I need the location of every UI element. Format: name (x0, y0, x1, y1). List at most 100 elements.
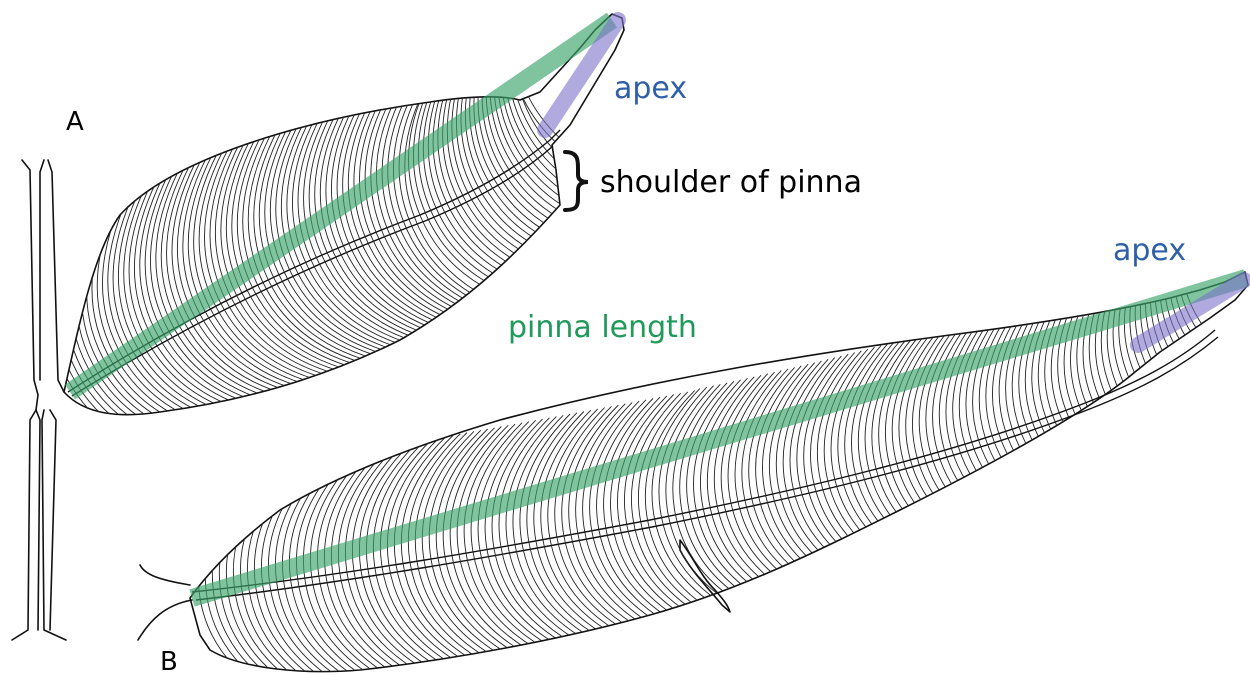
vein (557, 537, 647, 642)
vein (103, 370, 242, 444)
vein (190, 320, 325, 402)
vein (464, 424, 515, 553)
vein (973, 306, 1010, 440)
vein (1125, 386, 1239, 465)
vein (828, 481, 924, 580)
vein (620, 526, 711, 630)
vein (93, 376, 233, 449)
vein (263, 283, 394, 371)
vein (442, 206, 571, 297)
vein (759, 497, 853, 598)
vein (1175, 359, 1250, 422)
vein (501, 547, 590, 652)
vein (550, 538, 640, 643)
vein (992, 436, 1095, 528)
vein (1026, 425, 1131, 515)
pinna-length-label: pinna length (508, 310, 697, 345)
vein (1033, 422, 1138, 512)
vein (564, 536, 654, 641)
vein (945, 450, 1046, 545)
apex-label-a: apex (614, 71, 687, 106)
vein (268, 280, 399, 368)
vein (807, 486, 902, 586)
vein (231, 298, 364, 383)
vein (508, 546, 598, 651)
apex-label-b: apex (1113, 233, 1186, 268)
vein (457, 425, 508, 554)
vein (703, 509, 796, 611)
vein (206, 591, 289, 675)
vein (780, 493, 875, 594)
vein (1086, 403, 1195, 488)
vein (849, 476, 946, 574)
vein (164, 334, 300, 414)
vein (333, 250, 461, 343)
vein (429, 430, 481, 559)
vein (1204, 339, 1250, 389)
vein (343, 246, 470, 340)
vein (1193, 348, 1250, 403)
vein (835, 480, 931, 579)
vein (327, 253, 455, 345)
vein (924, 456, 1024, 552)
panel-b-letter: B (160, 647, 178, 675)
vein (662, 518, 754, 621)
vein (1119, 389, 1232, 469)
vein (529, 542, 619, 647)
vein (1150, 374, 1250, 446)
vein (1169, 363, 1250, 429)
vein (515, 545, 605, 650)
vein (1157, 370, 1250, 440)
vein (738, 502, 832, 604)
vein (1163, 367, 1250, 435)
vein (951, 448, 1052, 542)
vein (1099, 398, 1209, 481)
vein (669, 516, 761, 619)
vein (958, 446, 1059, 540)
vein (890, 466, 988, 563)
vein (965, 444, 1067, 538)
shoulder-brace (565, 152, 588, 210)
vein (689, 512, 782, 614)
vein (277, 582, 362, 675)
vein (1112, 392, 1224, 473)
vein (613, 527, 704, 631)
vein (195, 317, 330, 399)
vein (536, 541, 626, 646)
vein (787, 491, 882, 591)
vein (420, 215, 546, 310)
vein (414, 217, 537, 316)
vein (263, 584, 347, 675)
vein (773, 494, 868, 595)
vein (485, 420, 536, 549)
vein (422, 431, 474, 560)
vein (522, 543, 612, 648)
vein (1019, 427, 1123, 518)
vein (821, 483, 917, 582)
vein (401, 435, 453, 564)
vein (247, 290, 379, 376)
vein (1025, 287, 1059, 422)
vein (55, 228, 78, 386)
vein (447, 203, 577, 293)
vein (450, 427, 501, 556)
pinna-b-fold (680, 540, 730, 612)
vein (1019, 289, 1054, 424)
pinna-b-stalk (138, 565, 192, 640)
vein (387, 437, 439, 565)
vein (108, 367, 247, 442)
vein (494, 548, 583, 653)
vein (986, 301, 1023, 436)
vein (766, 496, 860, 597)
vein (284, 581, 369, 675)
vein (478, 422, 529, 551)
vein (473, 552, 562, 658)
shoulder-label: shoulder of pinna (600, 165, 862, 200)
vein (1079, 405, 1187, 491)
vein (316, 258, 445, 350)
vein (745, 500, 839, 601)
vein (291, 580, 376, 675)
vein (876, 469, 974, 566)
vein (842, 478, 939, 577)
